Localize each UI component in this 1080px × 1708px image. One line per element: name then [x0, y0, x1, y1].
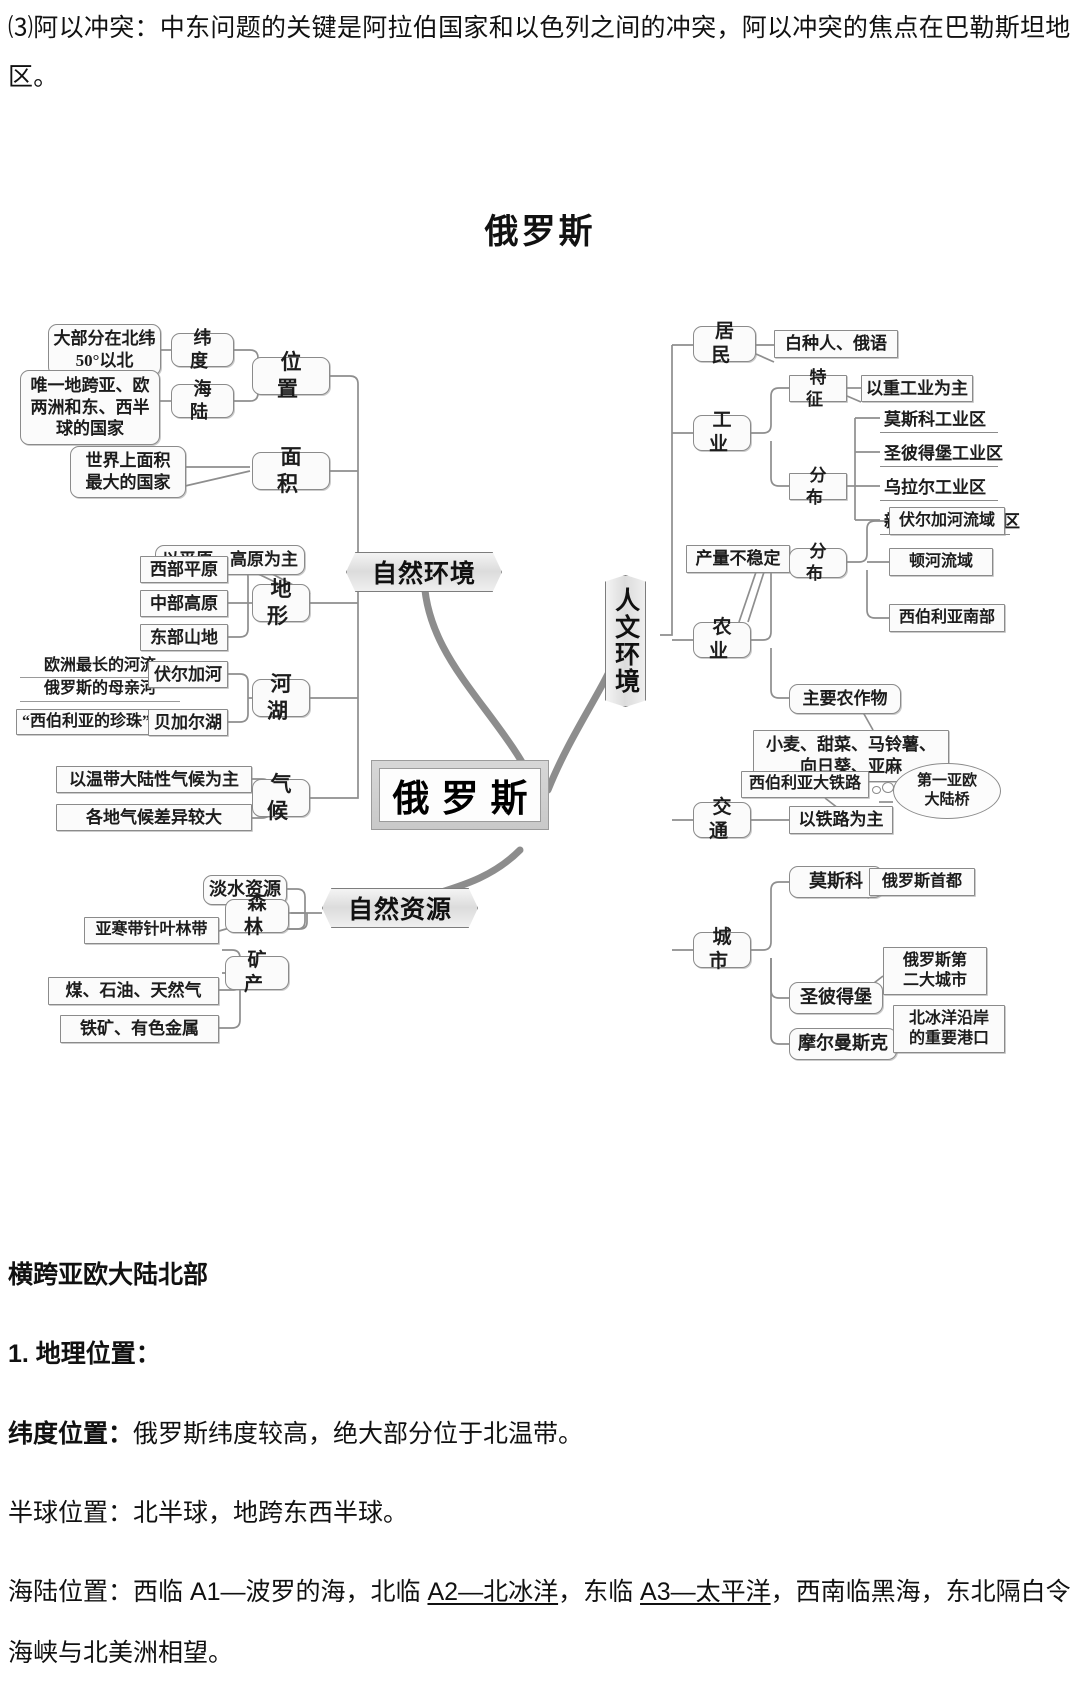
central-node: 俄罗斯 [371, 760, 549, 830]
node-landform: 地 形 [252, 577, 310, 628]
top-paragraph: ⑶阿以冲突：中东问题的关键是阿拉伯国家和以色列之间的冲突，阿以冲突的焦点在巴勒斯… [8, 14, 1071, 91]
line-hemisphere-text: 北半球，地跨东西半球。 [133, 1498, 409, 1527]
callout-dot-small [872, 786, 881, 794]
node-agriculture-crops: 主要农作物 [789, 684, 901, 714]
node-baikal-detail: “西伯利亚的珍珠” [16, 709, 156, 735]
node-area-detail: 世界上面积 最大的国家 [70, 446, 186, 498]
mindmap-figure: 俄罗斯 [0, 190, 1080, 1060]
node-agriculture-area-1: 伏尔加河流域 [889, 507, 1005, 535]
node-transport-railway: 西伯利亚大铁路 [741, 771, 869, 798]
section-heading: 横跨亚欧大陆北部 [8, 1261, 209, 1289]
node-industry-distribution: 分 布 [789, 466, 847, 507]
node-industry-zone-2: 圣彼得堡工业区 [880, 436, 1003, 467]
node-agriculture-area-3: 西伯利亚南部 [889, 604, 1005, 632]
node-mineral-detail-2: 铁矿、有色金属 [60, 1015, 219, 1043]
node-transport-detail: 以铁路为主 [789, 806, 893, 834]
node-latitude-detail: 大部分在北纬 50°以北 [48, 324, 161, 376]
node-industry-feature-detail: 以重工业为主 [861, 375, 973, 402]
node-city-murmansk-note: 北冰洋沿岸 的重要港口 [893, 1005, 1005, 1053]
line-sea-land-suffix: ，西南临黑海，东北隔白令海峡与北美洲相望。 [8, 1578, 1071, 1668]
node-agriculture-note: 产量不稳定 [686, 545, 790, 573]
node-industry-feature: 特 征 [789, 368, 847, 409]
branch-natural-environment: 自然环境 [346, 552, 502, 592]
node-latitude: 纬 度 [171, 328, 234, 371]
node-city-moscow-note: 俄罗斯首都 [869, 868, 975, 896]
branch-natural-resources: 自然资源 [322, 888, 478, 928]
node-residents: 居 民 [693, 321, 756, 366]
node-climate-child-1: 以温带大陆性气候为主 [56, 766, 252, 793]
node-agriculture-distribution: 分 布 [789, 542, 847, 583]
mindmap-title: 俄罗斯 [484, 213, 596, 251]
node-industry-zone-1: 莫斯科工业区 [880, 402, 998, 433]
node-city-petersburg-note: 俄罗斯第 二大城市 [883, 947, 987, 995]
line-latitude: 纬度位置：俄罗斯纬度较高，绝大部分位于北温带。 [8, 1404, 1072, 1465]
node-landform-child-east: 东部山地 [140, 624, 228, 651]
node-baikal: 贝加尔湖 [148, 709, 228, 736]
line-hemisphere-label: 半球位置： [8, 1498, 134, 1527]
node-volga: 伏尔加河 [148, 661, 228, 688]
line-latitude-text: 俄罗斯纬度较高，绝大部分位于北温带。 [133, 1419, 584, 1448]
node-area: 面 积 [252, 445, 330, 496]
branch-human-environment: 人文环境 [605, 575, 646, 707]
node-forest: 森 林 [225, 893, 289, 938]
bottom-text-block: 横跨亚欧大陆北部 1. 地理位置： 纬度位置：俄罗斯纬度较高，绝大部分位于北温带… [8, 1245, 1072, 1703]
node-agriculture: 农 业 [693, 617, 751, 662]
node-industry: 工 业 [693, 410, 751, 455]
node-mineral: 矿 产 [225, 950, 289, 995]
node-landform-child-center: 中部高原 [140, 590, 228, 617]
line-hemisphere: 半球位置：北半球，地跨东西半球。 [8, 1483, 1072, 1544]
line-sea-land-mid: ，东临 [558, 1578, 641, 1606]
node-sea-land: 海 陆 [171, 379, 234, 422]
node-landform-child-west: 西部平原 [140, 556, 228, 583]
line-sea-land-prefix: 海陆位置：西临 A1—波罗的海，北临 [8, 1578, 428, 1606]
line-sea-land-u1: A2—北冰洋 [427, 1578, 559, 1606]
node-climate: 气 候 [252, 772, 310, 823]
node-volga-detail-2: 俄罗斯的母亲河 [20, 678, 180, 702]
central-node-label: 俄罗斯 [379, 768, 541, 822]
node-transport-railway-note: 第一亚欧 大陆桥 [893, 763, 1001, 819]
node-forest-detail: 亚寒带针叶林带 [84, 917, 219, 944]
node-sea-land-detail: 唯一地跨亚、欧 两洲和东、西半 球的国家 [20, 370, 160, 445]
node-rivers-lakes: 河 湖 [252, 672, 310, 723]
node-volga-detail-1: 欧洲最长的河流 [20, 656, 180, 678]
node-city-moscow: 莫斯科 [789, 866, 883, 898]
subsection-heading: 1. 地理位置： [8, 1340, 161, 1369]
node-transport: 交 通 [693, 797, 751, 842]
node-residents-detail: 白种人、俄语 [774, 330, 898, 358]
node-industry-zone-3: 乌拉尔工业区 [880, 470, 998, 501]
node-cities: 城 市 [693, 927, 751, 972]
line-latitude-label: 纬度位置： [8, 1419, 134, 1448]
node-position: 位 置 [252, 350, 330, 401]
node-agriculture-area-2: 顿河流域 [889, 548, 993, 576]
node-mineral-detail-1: 煤、石油、天然气 [48, 977, 219, 1005]
line-sea-land-u2: A3—太平洋 [640, 1578, 771, 1606]
line-sea-land: 海陆位置：西临 A1—波罗的海，北临 A2—北冰洋，东临 A3—太平洋，西南临黑… [8, 1562, 1072, 1685]
node-city-petersburg: 圣彼得堡 [789, 982, 883, 1014]
node-city-murmansk: 摩尔曼斯克 [789, 1028, 897, 1060]
node-climate-child-2: 各地气候差异较大 [56, 804, 252, 831]
